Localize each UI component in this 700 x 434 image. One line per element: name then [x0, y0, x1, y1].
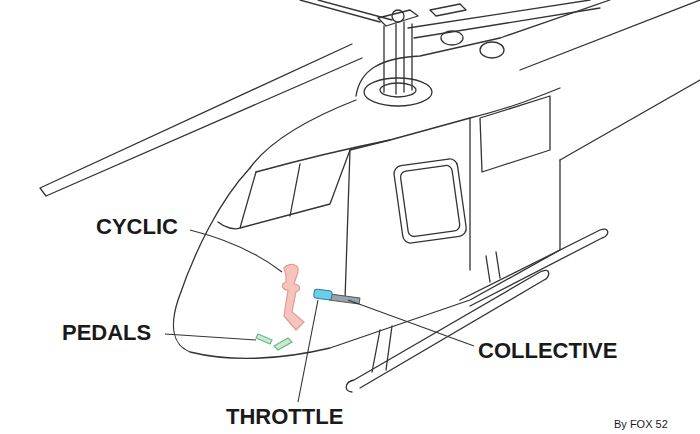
cyclic-stick	[282, 265, 304, 330]
cabin-roof	[250, 100, 356, 168]
windshield-frame	[240, 140, 390, 228]
part-label: PEDALS	[62, 322, 151, 344]
rear-window	[480, 96, 550, 172]
door-frame	[345, 118, 470, 300]
rotor-blade	[408, 0, 600, 38]
landing-skid	[460, 229, 608, 306]
door-window	[400, 165, 461, 238]
part-label: THROTTLE	[226, 406, 343, 428]
leader-line	[348, 300, 474, 346]
leader-line	[190, 230, 282, 272]
part-label: COLLECTIVE	[478, 340, 617, 362]
engine-intake	[480, 42, 504, 58]
cabin-roof	[256, 88, 560, 172]
windshield-frame	[218, 222, 240, 229]
tail-boom	[500, 0, 700, 70]
fuselage	[174, 160, 560, 358]
engine-intake	[441, 31, 463, 45]
leader-line	[165, 334, 256, 340]
rotor-blade	[40, 44, 362, 196]
credit-note: By FOX 52	[614, 419, 668, 430]
pedals-symbol	[256, 334, 292, 350]
rotor-hub	[392, 10, 404, 22]
engine-cowl	[380, 83, 416, 97]
rotor-hub	[430, 4, 466, 16]
leader-line	[298, 300, 318, 402]
part-label: CYCLIC	[96, 216, 178, 238]
engine-cowl	[364, 78, 432, 106]
landing-skid	[346, 270, 549, 392]
door-window	[393, 158, 467, 244]
tail-boom	[560, 80, 700, 160]
engine-cowl	[356, 38, 500, 96]
collective-grip	[313, 289, 332, 300]
